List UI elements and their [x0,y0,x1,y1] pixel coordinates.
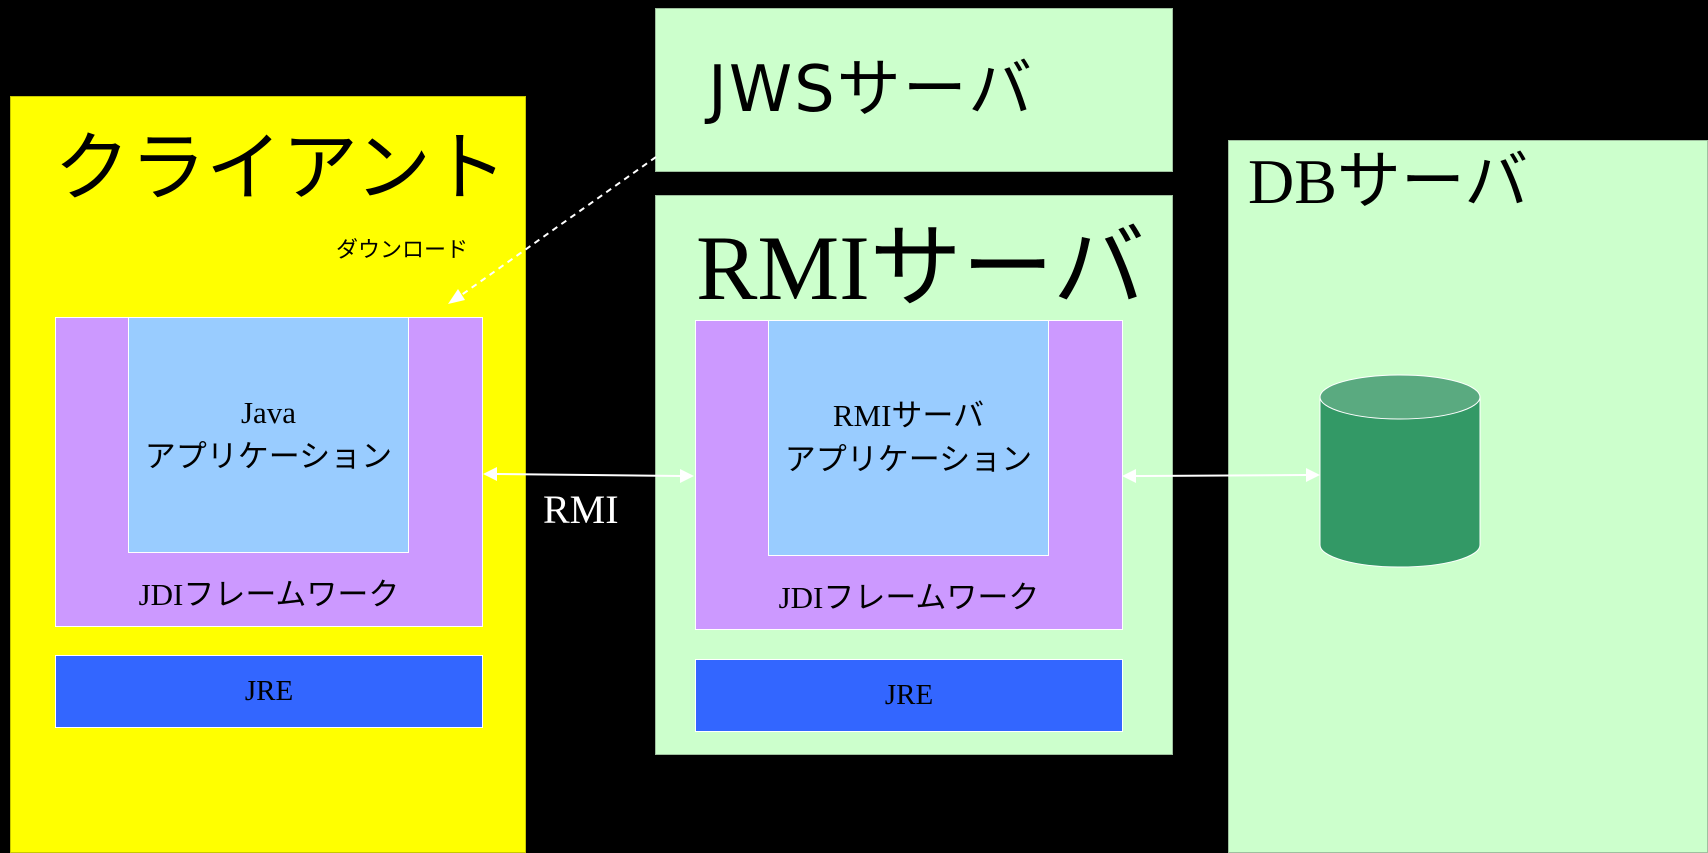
client-title: クライアント [54,123,507,212]
jws-server-box [655,8,1173,172]
download-label: ダウンロード [336,238,469,263]
db-server-box [1228,140,1708,853]
rmi-jre-box: JRE [695,659,1123,732]
rmi-app-line2: アプリケーション [784,442,1033,477]
rmi-app-line1: RMIサーバ [832,398,985,433]
rmi-application-box: RMIサーバ アプリケーション [768,320,1049,556]
client-framework-label: JDIフレームワーク [138,577,400,612]
db-server-title: DBサーバ [1248,146,1529,217]
client-app-line1: Java [240,395,297,430]
client-jre-box: JRE [55,655,483,728]
client-app-line2: アプリケーション [144,439,393,474]
jws-server-title: JWSサーバ [708,53,1035,127]
rmi-server-title: RMIサーバ [696,217,1145,319]
rmi-framework-label: JDIフレームワーク [778,580,1040,615]
rmi-connection-label: RMI [543,487,619,532]
client-application-box: Java アプリケーション [128,317,409,553]
